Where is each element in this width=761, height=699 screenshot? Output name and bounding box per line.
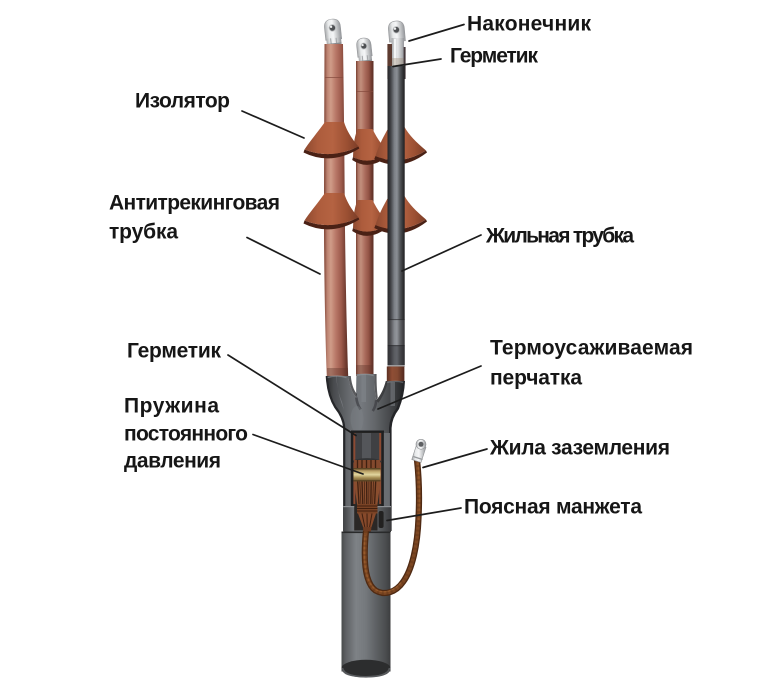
svg-text:Жила заземления: Жила заземления — [489, 437, 670, 460]
svg-text:Пружина: Пружина — [124, 395, 219, 418]
svg-text:давления: давления — [124, 450, 221, 473]
svg-text:перчатка: перчатка — [490, 367, 582, 390]
svg-text:Антитрекинговая: Антитрекинговая — [109, 192, 280, 215]
svg-text:Термоусаживаемая: Термоусаживаемая — [490, 337, 693, 360]
svg-text:Жильная трубка: Жильная трубка — [485, 225, 634, 248]
svg-text:Поясная манжета: Поясная манжета — [464, 496, 642, 519]
svg-text:Наконечник: Наконечник — [467, 13, 591, 36]
svg-text:Герметик: Герметик — [127, 340, 221, 363]
svg-text:трубка: трубка — [109, 221, 178, 244]
svg-text:Герметик: Герметик — [450, 45, 538, 68]
svg-text:Изолятор: Изолятор — [135, 90, 230, 113]
svg-text:постоянного: постоянного — [124, 423, 248, 446]
